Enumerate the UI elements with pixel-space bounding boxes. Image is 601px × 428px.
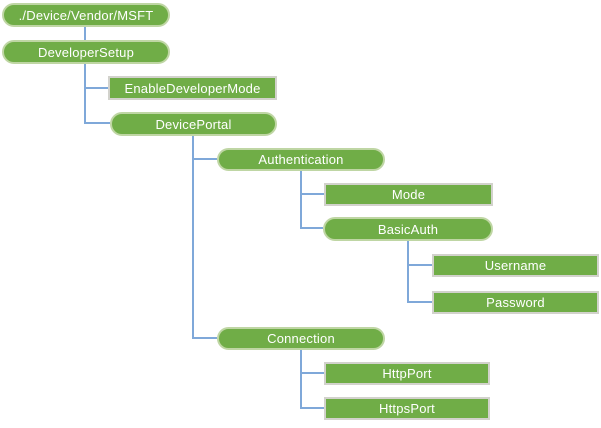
node-password: Password: [432, 291, 599, 314]
connector-to-password: [407, 301, 432, 303]
connector-basicauth-trunk: [407, 241, 409, 303]
connector-to-httpsport: [300, 407, 324, 409]
connector-to-authentication: [192, 158, 217, 160]
connector-authentication-trunk: [300, 171, 302, 229]
connector-to-deviceportal: [84, 122, 110, 124]
connector-to-basicauth: [300, 227, 323, 229]
connector-connection-trunk: [300, 350, 302, 409]
connector-to-httpport: [300, 372, 324, 374]
node-basicauth: BasicAuth: [323, 217, 493, 241]
node-developersetup: DeveloperSetup: [2, 40, 170, 64]
connector-deviceportal-trunk: [192, 136, 194, 339]
connector-root-to-developersetup: [84, 27, 86, 40]
node-enabledevelopermode: EnableDeveloperMode: [108, 76, 277, 100]
node-authentication: Authentication: [217, 148, 385, 171]
connector-to-username: [407, 264, 432, 266]
connector-to-enabledevelopermode: [84, 87, 108, 89]
node-mode: Mode: [324, 183, 493, 206]
node-device-vendor-msft: ./Device/Vendor/MSFT: [2, 3, 170, 27]
node-httpsport: HttpsPort: [324, 397, 490, 420]
node-deviceportal: DevicePortal: [110, 112, 277, 136]
node-username: Username: [432, 254, 599, 277]
connector-to-mode: [300, 193, 324, 195]
node-httpport: HttpPort: [324, 362, 490, 385]
node-connection: Connection: [217, 327, 385, 350]
connector-developersetup-trunk: [84, 64, 86, 124]
connector-to-connection: [192, 337, 217, 339]
